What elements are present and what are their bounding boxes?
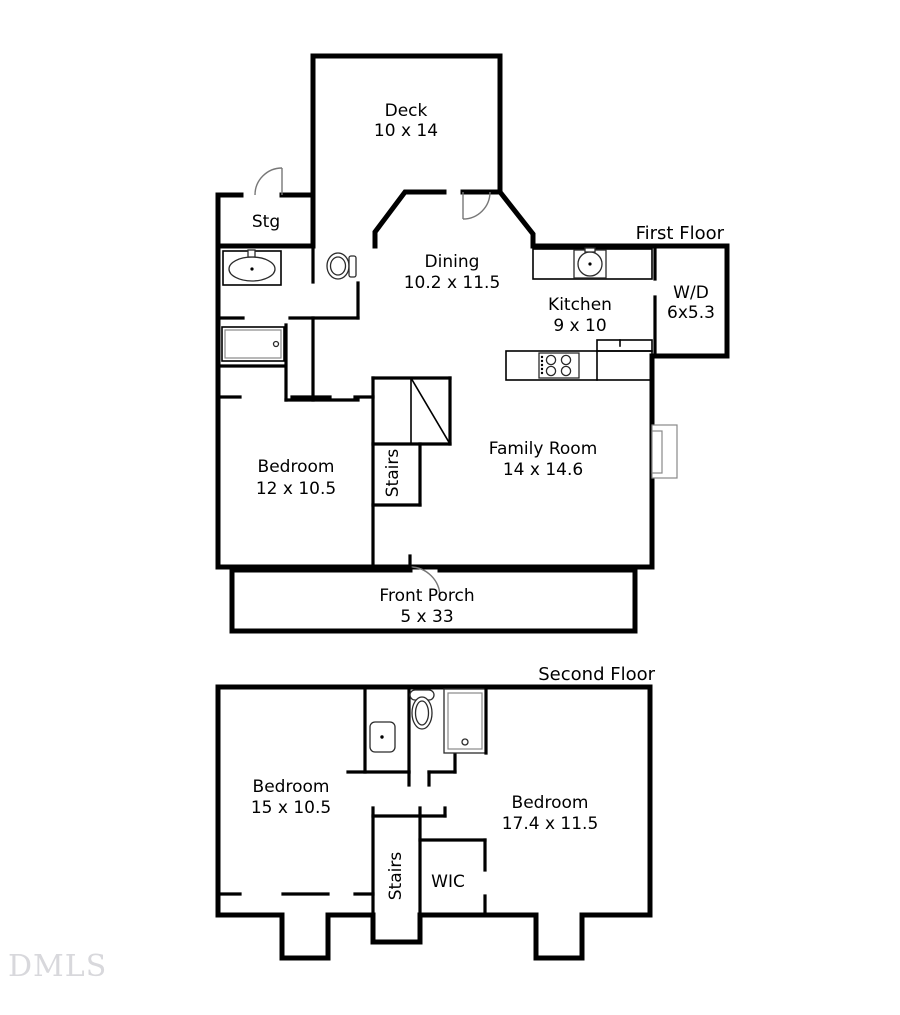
family-room-label: Family Room [489,439,598,459]
deck-dimensions: 10 x 14 [374,121,438,141]
first-floor-shell [215,243,730,570]
stg-label: Stg [252,212,280,232]
stairs-2f-label: Stairs [386,852,406,901]
room-front-porch: Front Porch 5 x 33 [229,567,638,634]
bedroom-1f-label: Bedroom [258,457,335,477]
room-bedroom-2f-right: Bedroom 17.4 x 11.5 [502,793,599,834]
first-floor-bathroom [216,244,360,402]
room-stairs-2f: Stairs [371,806,447,944]
room-wic: WIC [418,838,487,917]
dining-label: Dining [425,252,480,272]
dining-dimensions: 10.2 x 11.5 [404,273,501,293]
family-room-dimensions: 14 x 14.6 [503,460,583,480]
deck-label: Deck [385,101,428,121]
wd-dimensions: 6x5.3 [667,303,715,323]
bathtub-icon [221,326,285,362]
vanity-sink-icon [222,249,282,286]
room-bedroom-2f-left: Bedroom 15 x 10.5 [216,777,375,896]
room-wd: W/D 6x5.3 [653,244,715,358]
bedroom-2f-left-label: Bedroom [253,777,330,797]
room-deck: Deck 10 x 14 [310,53,503,248]
room-family-room: Family Room 14 x 14.6 [408,424,678,598]
room-stairs-1f: Stairs [371,376,452,569]
bedroom-2f-right-dimensions: 17.4 x 11.5 [502,814,599,834]
bedroom-2f-left-dimensions: 15 x 10.5 [251,798,331,818]
shower-icon [443,688,487,754]
first-floor-group: First Floor Deck 10 x 14 Stg [215,53,730,634]
kitchen-label: Kitchen [548,295,612,315]
kitchen-dimensions: 9 x 10 [553,316,606,336]
room-bedroom-1f: Bedroom 12 x 10.5 [216,395,375,499]
first-floor-title: First Floor [636,223,725,244]
toilet-icon [409,689,435,730]
second-floor-shell [215,684,653,961]
kitchen-sink-icon [573,247,607,279]
second-floor-group: Second Floor [215,664,656,961]
second-floor-title: Second Floor [538,664,655,685]
stairs-1f-label: Stairs [383,449,403,498]
mls-watermark: DMLS [8,949,107,984]
front-porch-dimensions: 5 x 33 [400,607,453,627]
room-dining: Dining 10.2 x 11.5 [372,189,536,293]
second-floor-bathroom [346,685,488,787]
wd-label: W/D [673,283,709,303]
front-porch-label: Front Porch [379,586,474,606]
sink-icon [369,721,396,753]
room-kitchen: Kitchen 9 x 10 [505,247,653,381]
cooktop-icon [538,352,580,379]
toilet-icon [326,252,357,280]
bedroom-2f-right-label: Bedroom [512,793,589,813]
room-stg: Stg [215,167,316,249]
wic-label: WIC [431,872,465,892]
fireplace-icon [651,424,678,479]
bedroom-1f-dimensions: 12 x 10.5 [256,479,336,499]
